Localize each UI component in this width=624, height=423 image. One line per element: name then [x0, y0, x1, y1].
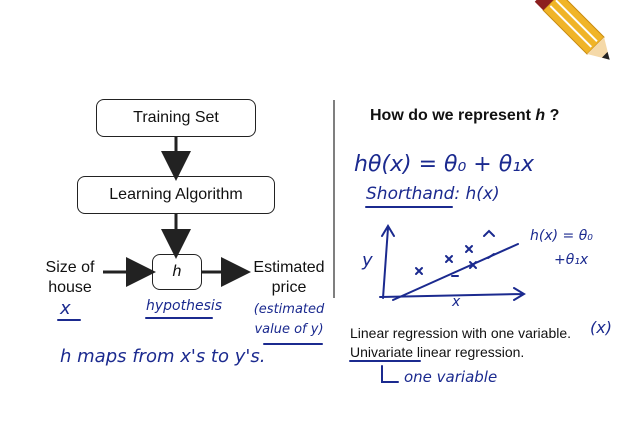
- handwritten-plot-x: x: [452, 294, 461, 310]
- handwritten-h-theta-equation: hθ(x) = θ₀ + θ₁x: [354, 152, 535, 177]
- data-point: [487, 253, 495, 259]
- univariate-word: Univariate: [350, 344, 414, 360]
- handwritten-hypothesis: hypothesis: [146, 298, 223, 314]
- linear-regression-line1: Linear regression with one variable.: [350, 325, 572, 341]
- linear-regression-line2: Univariate linear regression.: [350, 342, 524, 362]
- handwritten-estimated-value: (estimated value of y): [253, 302, 325, 337]
- hypothesis-box: h: [152, 254, 202, 290]
- handwritten-one-variable: one variable: [404, 368, 498, 386]
- input-label: Size of house: [45, 259, 95, 296]
- learning-algorithm-label: Learning Algorithm: [109, 186, 243, 203]
- handwritten-h-maps: h maps from x's to y's.: [60, 346, 266, 367]
- right-title-suffix: ?: [545, 107, 560, 124]
- data-point: [465, 245, 473, 253]
- output-label: Estimated price: [253, 259, 325, 296]
- data-point: [445, 255, 453, 263]
- regression-line: [392, 243, 519, 301]
- right-title-prefix: How do we represent: [370, 107, 536, 124]
- training-set-box: Training Set: [96, 99, 256, 137]
- data-point: [415, 267, 423, 275]
- data-point: [469, 261, 477, 269]
- plot-y-axis: [381, 224, 395, 299]
- data-point: [483, 229, 495, 237]
- plot-x-axis: [379, 287, 526, 301]
- handwritten-line-equation-2: +θ₁x: [554, 252, 589, 268]
- handwritten-x-paren: (x): [590, 318, 612, 337]
- handwritten-x-input: x: [60, 298, 71, 319]
- handwritten-line-equation-1: h(x) = θ₀: [530, 228, 593, 244]
- handwritten-plot-y: y: [362, 250, 373, 271]
- right-title: How do we represent h ?: [370, 106, 559, 126]
- right-title-h: h: [535, 107, 546, 124]
- one-variable-hook: [381, 365, 399, 383]
- handwritten-shorthand: Shorthand: h(x): [366, 184, 500, 204]
- linear-regression-rest: linear regression.: [413, 344, 525, 360]
- training-set-label: Training Set: [133, 109, 219, 126]
- hypothesis-box-label: h: [172, 263, 182, 280]
